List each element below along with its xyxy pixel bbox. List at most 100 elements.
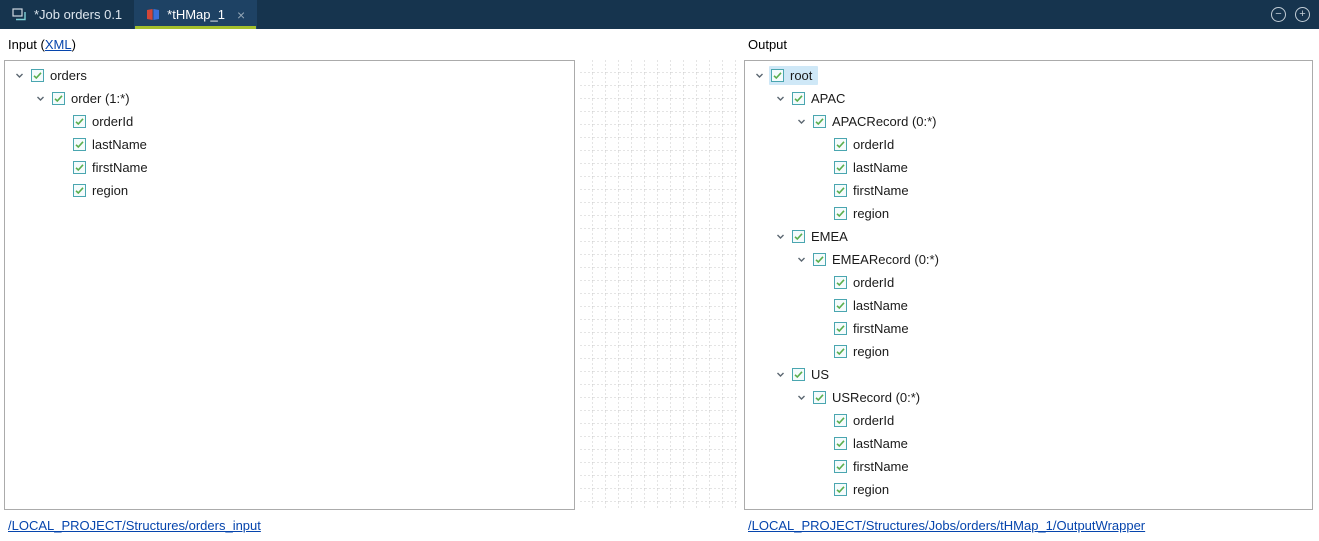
tree-node-label: lastName [853,436,908,451]
tree-node-label: firstName [92,160,148,175]
panel-footers: /LOCAL_PROJECT/Structures/orders_input /… [4,510,1313,541]
element-icon [792,230,805,243]
tree-node-region[interactable]: region [5,179,574,202]
tree-node-content[interactable]: lastName [832,158,914,177]
tree-node-content[interactable]: orderId [832,135,900,154]
tree-node-label: order (1:*) [71,91,130,106]
tree-node-content[interactable]: orderId [832,411,900,430]
minimize-icon[interactable]: − [1271,7,1286,22]
tree-node-content[interactable]: APAC [790,89,851,108]
tree-node-usrecord-0[interactable]: USRecord (0:*) [745,386,1312,409]
tree-node-emea[interactable]: EMEA [745,225,1312,248]
tree-node-region[interactable]: region [745,202,1312,225]
chevron-down-icon[interactable] [791,392,811,403]
element-icon [73,184,86,197]
chevron-down-icon[interactable] [791,254,811,265]
tree-node-content[interactable]: firstName [832,319,915,338]
tree-node-emearecord-0[interactable]: EMEARecord (0:*) [745,248,1312,271]
element-icon [834,414,847,427]
element-icon [834,138,847,151]
input-xml-link[interactable]: XML [44,37,72,52]
tree-node-content[interactable]: EMEA [790,227,854,246]
element-icon [813,115,826,128]
tree-node-region[interactable]: region [745,478,1312,501]
tree-node-order-1[interactable]: order (1:*) [5,87,574,110]
chevron-down-icon[interactable] [770,231,790,242]
tree-node-content[interactable]: lastName [832,296,914,315]
tree-node-content[interactable]: USRecord (0:*) [811,388,926,407]
tree-node-us[interactable]: US [745,363,1312,386]
element-icon [834,460,847,473]
close-icon[interactable]: × [236,6,246,23]
chevron-down-icon[interactable] [9,70,29,81]
tree-node-orderid[interactable]: orderId [745,409,1312,432]
tree-node-label: region [92,183,129,198]
element-icon [52,92,65,105]
tree-node-orderid[interactable]: orderId [745,133,1312,156]
element-icon [792,368,805,381]
tree-node-firstname[interactable]: firstName [745,317,1312,340]
tree-node-content[interactable]: US [790,365,835,384]
tree-node-content[interactable]: region [832,342,895,361]
tree-node-orderid[interactable]: orderId [745,271,1312,294]
tree-node-label: firstName [853,459,909,474]
tree-node-content[interactable]: firstName [832,181,915,200]
tree-node-content[interactable]: EMEARecord (0:*) [811,250,945,269]
chevron-down-icon[interactable] [770,369,790,380]
tree-node-root[interactable]: root [745,64,1312,87]
tree-node-content[interactable]: order (1:*) [50,89,136,108]
tree-node-orderid[interactable]: orderId [5,110,574,133]
output-footer: /LOCAL_PROJECT/Structures/Jobs/orders/tH… [744,510,1313,541]
tree-node-content[interactable]: orderId [832,273,900,292]
element-icon [834,483,847,496]
chevron-down-icon[interactable] [749,70,769,81]
element-icon [834,161,847,174]
tree-node-content[interactable]: firstName [71,158,154,177]
tree-node-apac[interactable]: APAC [745,87,1312,110]
tree-node-content[interactable]: lastName [71,135,153,154]
tree-node-content[interactable]: region [71,181,134,200]
tree-node-label: lastName [92,137,147,152]
element-icon [834,207,847,220]
output-structure-link[interactable]: /LOCAL_PROJECT/Structures/Jobs/orders/tH… [748,518,1146,533]
tree-node-content[interactable]: lastName [832,434,914,453]
tree-node-firstname[interactable]: firstName [5,156,574,179]
tree-node-label: region [853,482,890,497]
input-structure-link[interactable]: /LOCAL_PROJECT/Structures/orders_input [8,518,261,533]
tree-node-content-selected[interactable]: root [769,66,819,85]
maximize-icon[interactable]: + [1295,7,1310,22]
tree-node-label: US [811,367,830,382]
element-icon [834,437,847,450]
chevron-down-icon[interactable] [791,116,811,127]
element-icon [792,92,805,105]
tree-node-lastname[interactable]: lastName [745,294,1312,317]
chevron-down-icon[interactable] [30,93,50,104]
tree-node-content[interactable]: APACRecord (0:*) [811,112,943,131]
tree-node-region[interactable]: region [745,340,1312,363]
element-icon [813,391,826,404]
chevron-down-icon[interactable] [770,93,790,104]
tab-bar-spacer [257,0,1271,29]
tree-node-label: APACRecord (0:*) [832,114,937,129]
tree-node-firstname[interactable]: firstName [745,179,1312,202]
tree-node-lastname[interactable]: lastName [745,432,1312,455]
output-header: Output [744,29,1313,60]
element-icon [73,161,86,174]
tree-node-lastname[interactable]: lastName [745,156,1312,179]
tree-node-content[interactable]: region [832,480,895,499]
tree-node-content[interactable]: region [832,204,895,223]
tree-node-label: firstName [853,183,909,198]
element-icon [813,253,826,266]
tab-job-orders[interactable]: *Job orders 0.1 [0,0,134,29]
tab-thmap[interactable]: *tHMap_1 × [134,0,258,29]
tree-node-content[interactable]: firstName [832,457,915,476]
element-icon [834,322,847,335]
tree-node-apacrecord-0[interactable]: APACRecord (0:*) [745,110,1312,133]
tree-node-content[interactable]: orderId [71,112,139,131]
tree-node-orders[interactable]: orders [5,64,574,87]
tree-node-firstname[interactable]: firstName [745,455,1312,478]
mapping-canvas[interactable] [575,60,744,510]
tree-node-content[interactable]: orders [29,66,93,85]
tree-node-lastname[interactable]: lastName [5,133,574,156]
